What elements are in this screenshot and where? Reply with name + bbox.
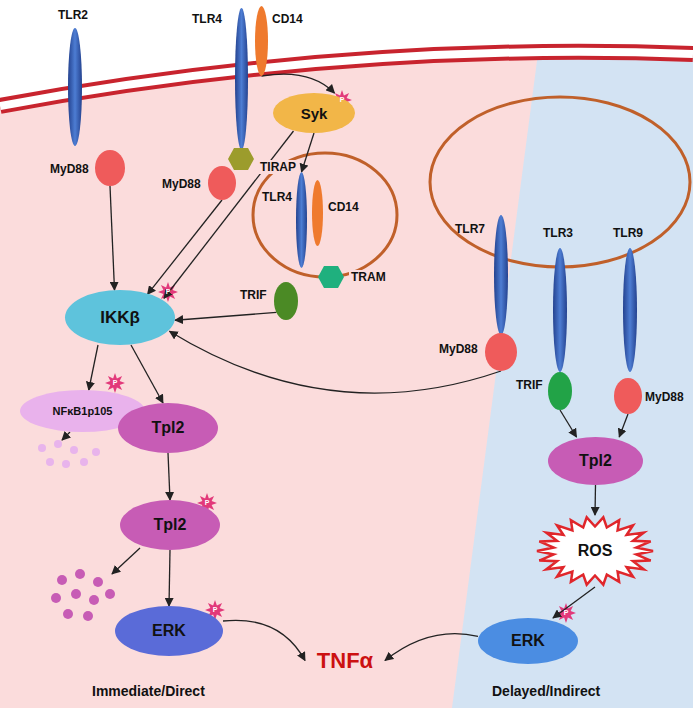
node-label: CD14 bbox=[328, 200, 359, 214]
arrow-connector bbox=[110, 186, 115, 290]
adaptor-oval: MyD88 bbox=[485, 333, 517, 371]
arrow-connector bbox=[164, 131, 294, 298]
node-text: IKKβ bbox=[100, 308, 140, 328]
kinase-ellipse: ERK bbox=[478, 618, 578, 664]
arrow-connector bbox=[385, 634, 478, 661]
arrow-connector bbox=[168, 453, 170, 500]
node-text: TNFα bbox=[317, 648, 373, 674]
kinase-ellipse: ERK bbox=[115, 606, 223, 656]
region-label: Delayed/Indirect bbox=[492, 683, 600, 699]
phospho-mark: P bbox=[163, 287, 173, 297]
arrow-connector bbox=[131, 345, 163, 403]
adaptor-oval: TRIF bbox=[274, 282, 298, 320]
node-label: MyD88 bbox=[50, 162, 89, 176]
hexagon-shape bbox=[318, 266, 344, 288]
node-label: TRAM bbox=[349, 270, 388, 284]
adaptor-hexagon: TIRAP bbox=[228, 148, 254, 170]
region-label: Immediate/Direct bbox=[92, 683, 205, 699]
arrow-connector bbox=[148, 200, 223, 294]
node-text: Tpl2 bbox=[154, 516, 187, 534]
arrow-connector bbox=[89, 345, 98, 390]
node-text: Tpl2 bbox=[579, 452, 612, 470]
adaptor-hexagon: TRAM bbox=[318, 266, 344, 288]
node-label: TLR4 bbox=[262, 190, 292, 204]
phospho-mark: P bbox=[202, 498, 212, 508]
node-label: TLR9 bbox=[613, 226, 643, 240]
phospho-mark: P bbox=[110, 378, 120, 388]
arrow-connector bbox=[560, 410, 577, 437]
arrow-connector bbox=[553, 587, 595, 618]
arrow-connector bbox=[619, 414, 628, 437]
adaptor-oval: MyD88 bbox=[614, 378, 642, 414]
arrow-connector bbox=[262, 74, 335, 93]
receptor: TLR4 bbox=[235, 8, 248, 150]
node-text: ERK bbox=[152, 622, 186, 640]
receptor: TLR3 bbox=[553, 248, 567, 372]
arrow-connector bbox=[175, 312, 276, 320]
adaptor-oval: MyD88 bbox=[208, 166, 236, 200]
arrow-connector bbox=[594, 485, 596, 515]
hexagon-shape bbox=[228, 148, 254, 170]
node-label: TIRAP bbox=[258, 160, 298, 174]
node-text: Syk bbox=[301, 105, 328, 122]
phospho-mark: P bbox=[337, 95, 347, 105]
node-label: TLR3 bbox=[543, 226, 573, 240]
node-text: Tpl2 bbox=[152, 419, 185, 437]
arrow-connector bbox=[169, 550, 170, 606]
node-label: MyD88 bbox=[439, 342, 478, 356]
node-label: TLR7 bbox=[455, 222, 485, 236]
node-label: TRIF bbox=[516, 378, 543, 392]
node-label: TRIF bbox=[240, 288, 267, 302]
output-text: TNFα bbox=[305, 640, 385, 681]
phospho-mark: P bbox=[561, 608, 571, 618]
coreceptor: CD14 bbox=[255, 6, 268, 76]
ros-burst: ROS bbox=[535, 515, 655, 587]
kinase-ellipse: Tpl2 bbox=[118, 403, 218, 453]
adaptor-oval: TRIF bbox=[548, 372, 572, 410]
coreceptor: CD14 bbox=[312, 180, 323, 246]
adaptor-oval: MyD88 bbox=[95, 150, 125, 186]
kinase-ellipse: IKKβ bbox=[65, 290, 175, 345]
node-text: ERK bbox=[511, 632, 545, 650]
node-label: MyD88 bbox=[645, 390, 684, 404]
node-label: TLR2 bbox=[58, 8, 88, 22]
node-text: NFκB1p105 bbox=[53, 405, 113, 417]
kinase-ellipse: Tpl2 bbox=[120, 500, 220, 550]
arrow-connector bbox=[170, 331, 502, 393]
node-label: MyD88 bbox=[162, 177, 201, 191]
phospho-mark: P bbox=[210, 605, 220, 615]
receptor: TLR7 bbox=[494, 215, 508, 335]
receptor: TLR9 bbox=[623, 248, 637, 372]
phospho-star bbox=[105, 373, 125, 393]
arrow-connector bbox=[302, 133, 315, 172]
kinase-ellipse: Tpl2 bbox=[548, 437, 643, 485]
receptor: TLR2 bbox=[68, 28, 82, 146]
arrow-connector bbox=[223, 620, 305, 660]
node-text: ROS bbox=[578, 542, 613, 560]
receptor: TLR4 bbox=[296, 172, 307, 268]
node-label: CD14 bbox=[272, 12, 303, 26]
node-label: TLR4 bbox=[192, 12, 222, 26]
